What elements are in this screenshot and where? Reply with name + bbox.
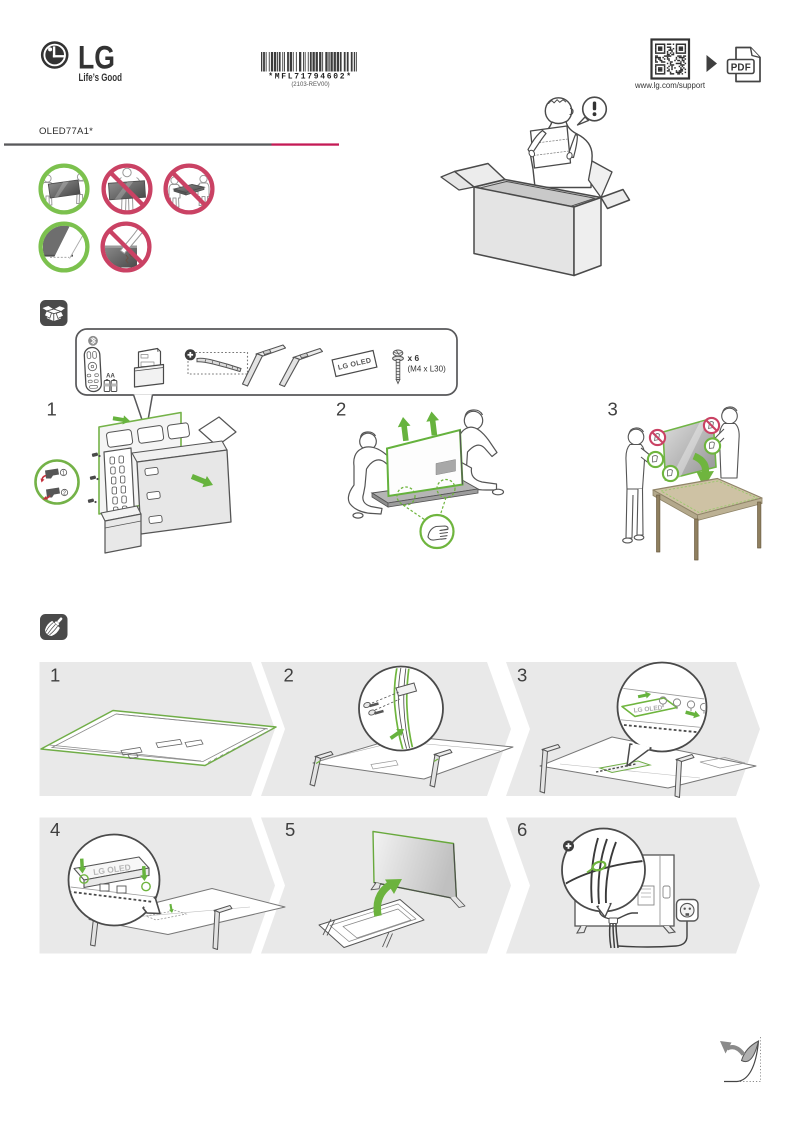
svg-text:www.lg.com/support: www.lg.com/support [634, 81, 706, 90]
svg-text:6: 6 [517, 819, 527, 840]
svg-text:*MFL71794602*: *MFL71794602* [268, 73, 353, 82]
svg-text:1: 1 [50, 665, 60, 686]
svg-text:1: 1 [62, 470, 65, 476]
svg-text:OLED77A1*: OLED77A1* [39, 126, 93, 137]
svg-text:Life’s Good: Life’s Good [79, 72, 123, 84]
svg-text:2: 2 [284, 665, 294, 686]
svg-text:2: 2 [336, 399, 346, 420]
svg-text:(2103-REV00): (2103-REV00) [291, 82, 329, 88]
svg-text:PDF: PDF [731, 63, 751, 74]
svg-text:AA: AA [106, 374, 115, 380]
svg-text:LG OLED: LG OLED [633, 704, 663, 714]
svg-text:1: 1 [47, 399, 57, 420]
svg-text:LG: LG [78, 39, 115, 75]
svg-text:5: 5 [285, 819, 295, 840]
svg-text:3: 3 [608, 399, 618, 420]
svg-text:2: 2 [63, 490, 66, 496]
svg-text:4: 4 [50, 819, 60, 840]
svg-text:3: 3 [517, 665, 527, 686]
svg-text:(M4 x L30): (M4 x L30) [408, 365, 447, 374]
svg-text:x 6: x 6 [408, 353, 420, 363]
